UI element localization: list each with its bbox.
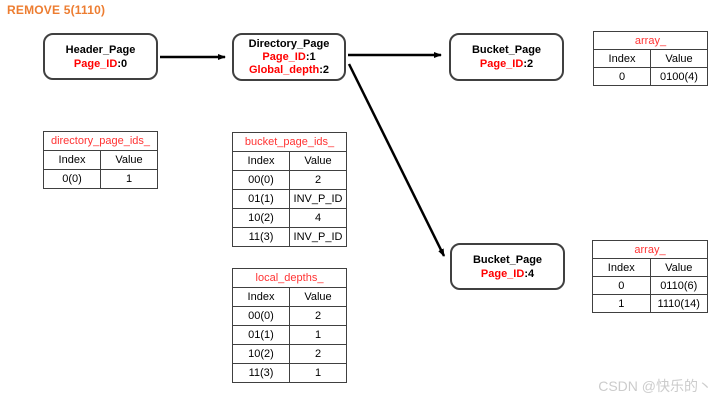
table-cell: INV_P_ID — [289, 227, 347, 247]
table-cell: 11(3) — [232, 363, 290, 383]
array-table-bucket4: array_ Index Value 0 0110(6) 1 1110(14) — [592, 240, 708, 313]
table-cell: 1 — [289, 325, 347, 345]
table-cell: 0 — [593, 67, 651, 86]
field-value: :0 — [117, 57, 128, 70]
watermark-text: CSDN @快乐的丶 — [598, 378, 712, 394]
column-header: Value — [289, 287, 347, 307]
field-label: Page_ID — [73, 57, 118, 70]
array-table-bucket2: array_ Index Value 0 0100(4) — [593, 31, 708, 86]
table-cell: 1110(14) — [649, 294, 708, 313]
column-header: Value — [649, 258, 708, 277]
column-header: Index — [232, 151, 290, 171]
field-value: :2 — [523, 58, 534, 70]
table-cell: 1 — [289, 363, 347, 383]
field-label: Global_depth — [248, 63, 320, 76]
field-value: :1 — [305, 50, 316, 63]
node-field: Page_ID:4 — [481, 267, 534, 281]
column-header: Value — [650, 49, 708, 68]
node-field: Page_ID:0 — [74, 57, 127, 71]
field-label: Page_ID — [480, 267, 525, 280]
node-field: Global_depth:2 — [249, 64, 329, 77]
field-value: :4 — [524, 267, 535, 280]
table-cell: 1 — [100, 169, 158, 189]
node-title: Header_Page — [65, 43, 136, 56]
node-title: Bucket_Page — [471, 44, 542, 56]
header-page-node: Header_Page Page_ID:0 — [43, 33, 158, 80]
table-cell: 01(1) — [232, 189, 290, 209]
node-title: Bucket_Page — [472, 253, 543, 266]
table-title: local_depths_ — [232, 268, 347, 288]
bucket-page-ids-table: bucket_page_ids_ Index Value 00(0) 2 01(… — [232, 132, 347, 247]
field-label: Page_ID — [262, 50, 306, 63]
node-field: Page_ID:1 — [262, 51, 315, 64]
table-title: array_ — [593, 31, 708, 50]
edge-directory-to-bucket4 — [347, 63, 446, 257]
table-cell: 0100(4) — [650, 67, 708, 86]
table-cell: 01(1) — [232, 325, 290, 345]
table-cell: 0110(6) — [649, 276, 708, 295]
table-cell: 2 — [289, 344, 347, 364]
directory-page-node: Directory_Page Page_ID:1 Global_depth:2 — [232, 33, 346, 81]
local-depths-table: local_depths_ Index Value 00(0) 2 01(1) … — [232, 268, 347, 383]
table-cell: 10(2) — [232, 208, 290, 228]
table-cell: 00(0) — [232, 170, 290, 190]
column-header: Value — [100, 150, 158, 170]
table-cell: 0(0) — [43, 169, 101, 189]
operation-title: REMOVE 5(1110) — [7, 3, 106, 17]
table-title: directory_page_ids_ — [43, 131, 158, 151]
column-header: Value — [289, 151, 347, 171]
table-cell: 2 — [289, 306, 347, 326]
table-title: bucket_page_ids_ — [232, 132, 347, 152]
bucket-page-4-node: Bucket_Page Page_ID:4 — [450, 243, 565, 290]
field-value: :2 — [319, 63, 330, 76]
table-cell: INV_P_ID — [289, 189, 347, 209]
table-cell: 2 — [289, 170, 347, 190]
table-cell: 11(3) — [232, 227, 290, 247]
table-title: array_ — [592, 240, 708, 259]
node-title: Directory_Page — [248, 37, 330, 50]
column-header: Index — [43, 150, 101, 170]
table-cell: 4 — [289, 208, 347, 228]
column-header: Index — [232, 287, 290, 307]
node-field: Page_ID:2 — [480, 57, 533, 71]
table-cell: 1 — [592, 294, 651, 313]
table-cell: 10(2) — [232, 344, 290, 364]
field-label: Page_ID — [479, 58, 524, 70]
column-header: Index — [593, 49, 651, 68]
table-cell: 00(0) — [232, 306, 290, 326]
directory-page-ids-table: directory_page_ids_ Index Value 0(0) 1 — [43, 131, 158, 189]
table-cell: 0 — [592, 276, 651, 295]
bucket-page-2-node: Bucket_Page Page_ID:2 — [449, 33, 564, 81]
column-header: Index — [592, 258, 651, 277]
